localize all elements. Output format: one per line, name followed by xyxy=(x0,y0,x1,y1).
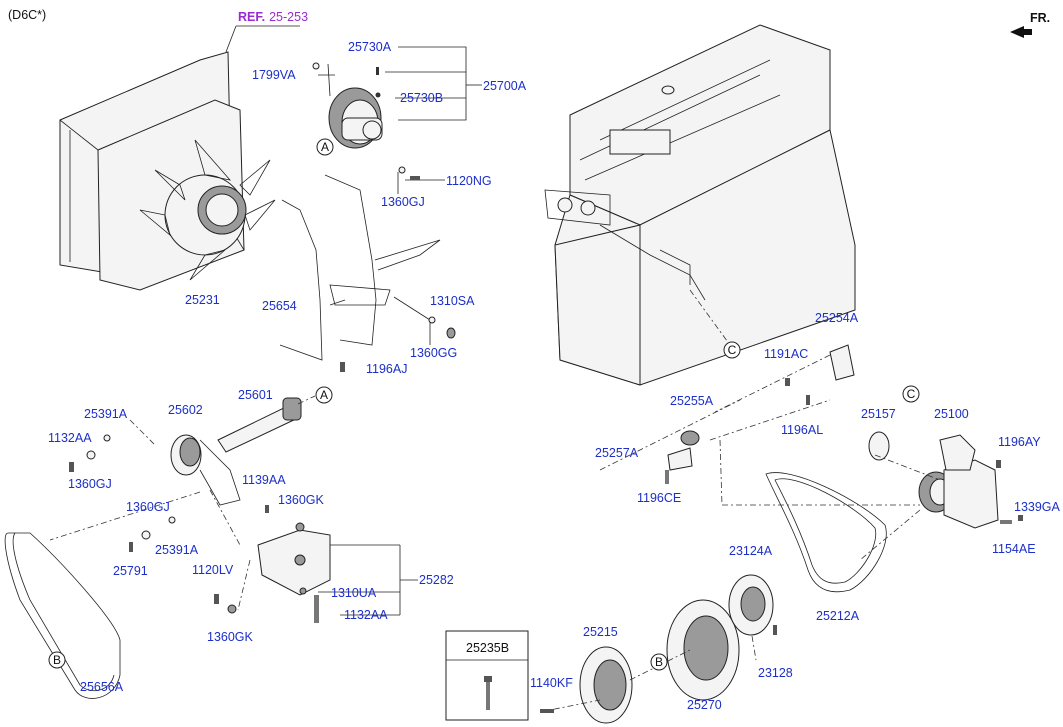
part-label[interactable]: 1360GJ xyxy=(126,500,170,514)
drive-shaft xyxy=(217,395,316,453)
part-label[interactable]: 1360GK xyxy=(207,630,254,644)
hardware xyxy=(69,166,1023,713)
part-label[interactable]: 25602 xyxy=(168,403,203,417)
front-direction-label: FR. xyxy=(1030,11,1050,25)
tensioner-assembly xyxy=(667,344,855,471)
model-code: (D6C*) xyxy=(8,8,46,22)
alternator xyxy=(328,87,383,149)
part-label[interactable]: 25257A xyxy=(595,446,639,460)
part-label[interactable]: 25700A xyxy=(483,79,527,93)
callout-label: C xyxy=(907,387,916,401)
part-label[interactable]: 1310SA xyxy=(430,294,475,308)
part-label[interactable]: 1132AA xyxy=(344,608,388,622)
callout-label: A xyxy=(321,140,329,154)
ref-number: 25-253 xyxy=(269,10,308,24)
tensioner-bracket xyxy=(257,529,331,596)
water-pump xyxy=(918,434,999,529)
part-label[interactable]: 1154AE xyxy=(992,542,1036,556)
callout-label: A xyxy=(320,388,328,402)
part-label[interactable]: 1360GG xyxy=(410,346,457,360)
part-label[interactable]: 25791 xyxy=(113,564,148,578)
part-label[interactable]: 25391A xyxy=(84,407,128,421)
part-label[interactable]: 25254A xyxy=(815,311,859,325)
crank-pulley xyxy=(728,574,774,636)
part-label[interactable]: 1120NG xyxy=(446,174,492,188)
part-label[interactable]: 1360GJ xyxy=(68,477,112,491)
part-label[interactable]: 25730A xyxy=(348,40,392,54)
crankshaft-pulley-lower xyxy=(579,646,633,724)
ref-prefix: REF. xyxy=(238,10,265,24)
part-label[interactable]: 1196AJ xyxy=(366,362,407,376)
part-label[interactable]: 25730B xyxy=(400,91,443,105)
callout-label: C xyxy=(728,343,737,357)
part-label[interactable]: 1196AL xyxy=(781,423,823,437)
part-label[interactable]: 25601 xyxy=(238,388,273,402)
callout-c-engine[interactable]: C xyxy=(723,341,741,359)
vibration-damper xyxy=(666,599,740,701)
fan-blades xyxy=(139,139,276,281)
part-label[interactable]: 1339GA xyxy=(1014,500,1061,514)
part-label[interactable]: 25255A xyxy=(670,394,714,408)
v-belt-right xyxy=(765,472,887,593)
part-label[interactable]: 1191AC xyxy=(764,347,808,361)
ref-link[interactable]: REF. 25-253 xyxy=(238,10,308,24)
part-label[interactable]: 25231 xyxy=(185,293,220,307)
part-label[interactable]: 25215 xyxy=(583,625,618,639)
part-label[interactable]: 25100 xyxy=(934,407,969,421)
part-label[interactable]: 1196CE xyxy=(637,491,681,505)
part-label[interactable]: 23124A xyxy=(729,544,773,558)
callout-b-right[interactable]: B xyxy=(650,653,668,671)
callout-label: B xyxy=(53,653,61,667)
engine-block xyxy=(544,24,856,386)
part-label[interactable]: 1140KF xyxy=(530,676,573,690)
part-label[interactable]: 1360GK xyxy=(278,493,325,507)
gasket xyxy=(868,431,890,461)
part-label[interactable]: 1139AA xyxy=(242,473,286,487)
part-label[interactable]: 1132AA xyxy=(48,431,92,445)
part-label[interactable]: 25212A xyxy=(816,609,860,623)
part-label[interactable]: 25282 xyxy=(419,573,454,587)
fan-belt-left xyxy=(4,532,121,699)
fr-arrow-icon xyxy=(1010,26,1032,38)
part-label[interactable]: 25656A xyxy=(80,680,124,694)
part-labels: 25730A 1799VA 25730B 25700A 1120NG 1360G… xyxy=(48,40,1061,712)
bolt-icon xyxy=(376,67,379,75)
bolt-icon xyxy=(484,676,492,710)
callout-a-upper[interactable]: A xyxy=(316,138,334,156)
radiator-assembly xyxy=(59,51,245,291)
part-label[interactable]: 1310UA xyxy=(331,586,377,600)
part-label[interactable]: 25270 xyxy=(687,698,722,712)
part-label-inset[interactable]: 25235B xyxy=(466,641,509,655)
part-label[interactable]: 1196AY xyxy=(998,435,1041,449)
part-label[interactable]: 25391A xyxy=(155,543,199,557)
part-label[interactable]: 25157 xyxy=(861,407,896,421)
part-label[interactable]: 25654 xyxy=(262,299,297,313)
callout-c-pump[interactable]: C xyxy=(902,385,920,403)
part-label[interactable]: 1799VA xyxy=(252,68,296,82)
idler-pulley xyxy=(170,434,241,506)
callout-b-left[interactable]: B xyxy=(48,651,66,669)
part-label[interactable]: 1360GJ xyxy=(381,195,425,209)
callout-a-lower[interactable]: A xyxy=(315,386,333,404)
part-label[interactable]: 1120LV xyxy=(192,563,234,577)
callout-label: B xyxy=(655,655,663,669)
part-label[interactable]: 23128 xyxy=(758,666,793,680)
